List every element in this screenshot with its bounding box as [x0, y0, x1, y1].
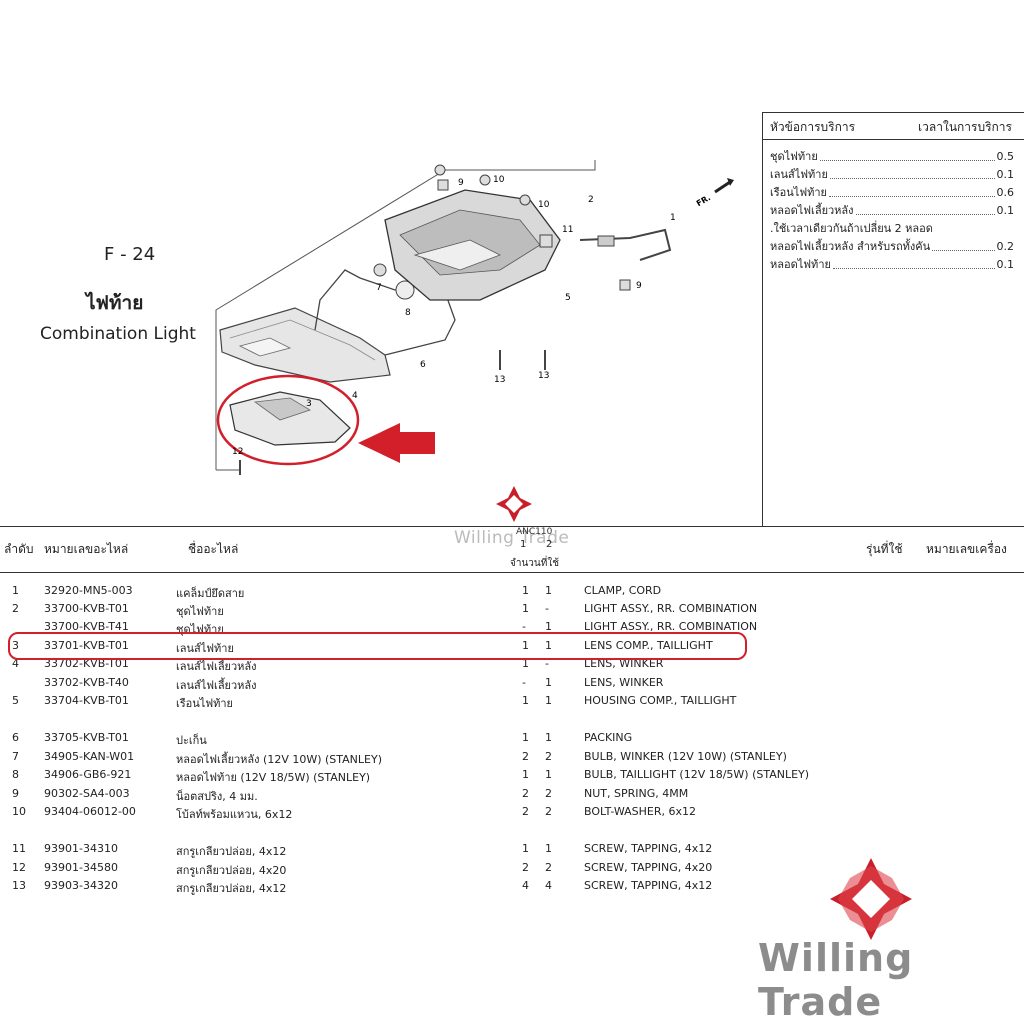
col-header-qty-2: 2: [546, 539, 553, 550]
row-highlight-outline: [8, 632, 747, 660]
sheet-title-thai: ไฟท้าย: [86, 292, 144, 314]
callout-label: 11: [562, 225, 573, 235]
col-header-no: ลำดับ: [4, 542, 34, 556]
callout-label: 1: [670, 213, 676, 223]
lens-highlight-circle: [216, 374, 360, 466]
service-row: .ใช้เวลาเดียวกันถ้าเปลี่ยน 2 หลอด: [770, 222, 933, 235]
red-arrow-icon: [358, 423, 435, 463]
table-header-rule: [0, 572, 1024, 573]
bulb-7-icon: [373, 263, 387, 277]
callout-label: 9: [458, 178, 464, 188]
bulb-8-icon: [395, 280, 415, 300]
sheet-title-english: Combination Light: [40, 324, 196, 344]
col-header-part-no: หมายเลขอะไหล่: [44, 542, 129, 556]
exploded-parts-diagram: 9 10 10 2 11 7 8 6 4 3 12 13 13 9 1 5 FR…: [215, 160, 734, 475]
brand-logo-icon: [830, 858, 912, 940]
service-item-header: หัวข้อการบริการ: [770, 120, 856, 134]
table-top-rule: [0, 526, 1024, 527]
service-time-panel: [762, 112, 1024, 526]
col-header-engine-no: หมายเลขเครื่อง: [926, 542, 1007, 556]
callout-label: 9: [636, 281, 642, 291]
callout-label: 13: [538, 371, 549, 381]
callout-label: 12: [232, 447, 243, 457]
callout-label: 10: [493, 175, 505, 185]
callout-label: 4: [352, 391, 358, 401]
callout-label: 5: [565, 293, 571, 303]
callout-label: 13: [494, 375, 505, 385]
model-code: ANC110: [516, 527, 553, 537]
callout-label: 10: [538, 200, 550, 210]
front-direction-label: FR.: [695, 193, 712, 208]
callout-label: 7: [376, 283, 382, 293]
watermark-logo-icon: [496, 486, 532, 522]
sheet-code: F - 24: [104, 244, 156, 265]
callout-label: 6: [420, 360, 426, 370]
brand-name: Willing Trade: [758, 936, 914, 1024]
callout-label: 3: [306, 399, 312, 409]
service-time-header: หัวข้อการบริการ เวลาในการบริการ: [762, 112, 1024, 140]
callout-label: 2: [588, 195, 594, 205]
col-header-name: ชื่ออะไหล่: [188, 542, 239, 556]
callout-label: 8: [405, 308, 411, 318]
col-header-qty-1: 1: [520, 539, 527, 550]
col-header-model: รุ่นที่ใช้: [866, 542, 903, 556]
watermark-text: Willing Trade: [454, 528, 570, 548]
service-time-label: เวลาในการบริการ: [918, 120, 1012, 134]
col-header-qty: จำนวนที่ใช้: [510, 558, 560, 569]
